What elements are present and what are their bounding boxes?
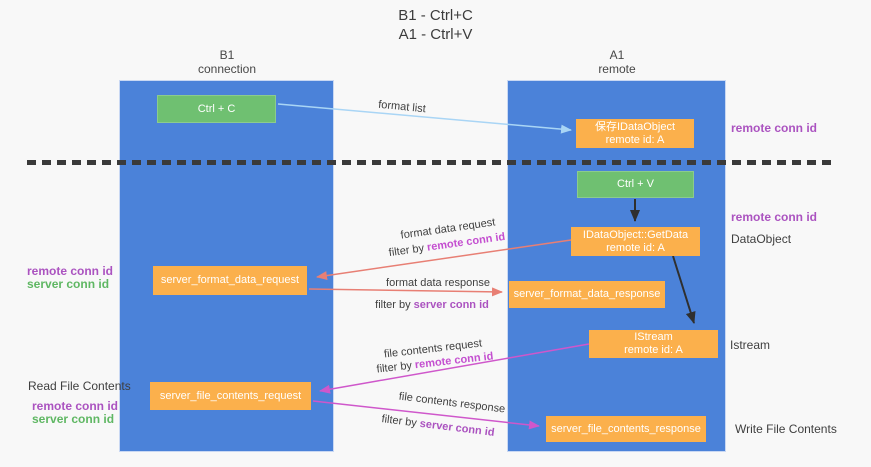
node-sfc-request-label: server_file_contents_request [159,389,302,402]
node-ctrl-c-label: Ctrl + C [197,102,236,115]
filter-by-text: filter by [380,413,421,430]
node-getdata-line1: IDataObject::GetData [582,228,689,241]
edge-label-file-contents-response: file contents response [398,390,506,416]
node-istream-line1: IStream [634,331,673,343]
label-write-file-contents: Write File Contents [735,422,837,436]
arrow-format-data-response [308,287,503,297]
label-istream: Istream [730,338,771,352]
title-line-2: A1 - Ctrl+V [398,26,473,43]
lane-a1-subtitle: remote [598,62,636,76]
node-sfd-response-label: server_format_data_response [513,288,661,300]
lane-b1-name: B1 [219,48,235,62]
node-save-idataobject: 保存IDataObject remote id: A [576,119,694,148]
page-title: B1 - Ctrl+C A1 - Ctrl+V [0,6,871,44]
node-ctrl-c: Ctrl + C [157,95,276,123]
node-server-file-contents-request: server_file_contents_request [150,382,311,410]
node-sfc-response-label: server_file_contents_response [551,422,701,435]
node-save-idataobject-line2: remote id: A [605,133,665,146]
edge-label-filter-server-1: filter by server conn id [375,299,489,311]
edge-label-format-data-response: format data response [386,277,490,289]
node-ctrl-v: Ctrl + V [577,171,694,198]
label-read-file-contents: Read File Contents [28,379,131,393]
label-left-remote-conn-id-2: remote conn id [32,399,119,413]
server-conn-id-highlight: server conn id [413,299,489,311]
filter-by-text: filter by [388,241,428,260]
node-getdata-line2: remote id: A [606,241,665,254]
label-left-server-conn-id-2: server conn id [32,412,115,426]
title-line-1: B1 - Ctrl+C [398,7,473,24]
label-right-remote-conn-id-1: remote conn id [731,121,818,135]
edge-label-filter-server-2: filter by server conn id [381,413,495,439]
lane-header-b1: B1 connection [147,48,307,76]
filter-by-text: filter by [376,359,416,376]
node-server-format-data-response: server_format_data_response [509,281,665,308]
label-dataobject: DataObject [731,232,792,246]
node-istream-line2: remote id: A [624,344,683,356]
lane-a1-name: A1 [609,48,625,62]
server-conn-id-highlight: server conn id [419,417,496,439]
node-sfd-request-label: server_format_data_request [160,274,300,286]
label-left-remote-conn-id-1: remote conn id [27,264,114,278]
lane-header-a1: A1 remote [537,48,697,76]
label-right-remote-conn-id-2: remote conn id [731,210,818,224]
dashed-divider-line [27,160,832,165]
node-idataobject-getdata: IDataObject::GetData remote id: A [571,227,700,256]
node-server-file-contents-response: server_file_contents_response [546,416,706,442]
edge-label-format-list: format list [377,98,427,116]
filter-by-text: filter by [375,299,414,311]
lane-b1-subtitle: connection [197,62,257,76]
label-left-server-conn-id-1: server conn id [27,277,110,291]
node-save-idataobject-line1: 保存IDataObject [594,120,676,133]
node-istream: IStream remote id: A [589,330,718,358]
node-ctrl-v-label: Ctrl + V [617,178,654,190]
node-server-format-data-request: server_format_data_request [153,266,307,295]
